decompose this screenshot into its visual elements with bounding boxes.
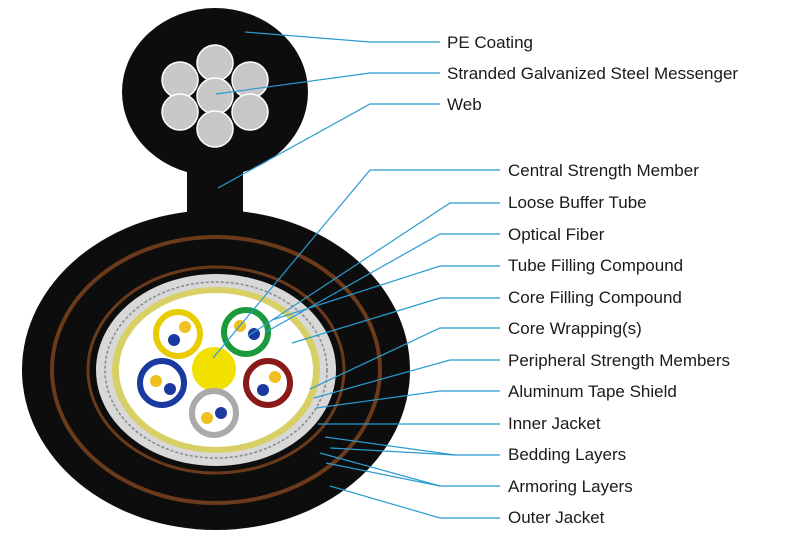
label-web: Web — [447, 95, 482, 114]
loose-buffer-tube — [137, 358, 187, 408]
optical-fiber — [269, 371, 281, 383]
optical-fiber — [201, 412, 213, 424]
leader-core-wrapping — [309, 327, 500, 390]
leader-optical-fiber — [265, 233, 500, 333]
loose-buffer-tube — [189, 388, 239, 438]
label-loose-buffer-tube: Loose Buffer Tube — [508, 193, 647, 212]
loose-buffer-tube — [153, 309, 203, 359]
leader-pe-coating — [244, 31, 440, 43]
messenger-section — [122, 8, 308, 230]
label-core-wrapping: Core Wrapping(s) — [508, 319, 642, 338]
label-pe-coating: PE Coating — [447, 33, 533, 52]
label-tube-filling: Tube Filling Compound — [508, 256, 684, 275]
label-messenger: Stranded Galvanized Steel Messenger — [447, 64, 739, 83]
leader-messenger — [215, 72, 440, 95]
leader-central-strength — [212, 169, 500, 359]
messenger-wire — [231, 93, 269, 131]
label-armoring-layers: Armoring Layers — [508, 477, 633, 496]
optical-fiber — [179, 321, 191, 333]
leader-core-filling — [291, 297, 500, 344]
optical-fiber — [257, 384, 269, 396]
leader-aluminum-tape — [315, 390, 500, 409]
leader-bedding-b — [329, 447, 456, 456]
bedding-layer — [86, 265, 346, 475]
messenger-wire — [196, 44, 234, 82]
main-cable-section — [22, 210, 410, 530]
loose-buffer-tube — [243, 358, 293, 408]
central-strength-member — [192, 347, 236, 391]
loose-buffer-tube — [221, 307, 271, 357]
leader-tube-filling — [271, 265, 500, 321]
label-bedding-layers: Bedding Layers — [508, 445, 627, 464]
messenger-wire — [196, 110, 234, 148]
label-inner-jacket: Inner Jacket — [508, 414, 601, 433]
label-core-filling: Core Filling Compound — [508, 288, 682, 307]
leader-peripheral-strength — [313, 359, 500, 399]
label-optical-fiber: Optical Fiber — [508, 225, 605, 244]
label-central-strength-member: Central Strength Member — [508, 161, 699, 180]
messenger-wire — [161, 61, 199, 99]
steel-messenger-wires — [161, 44, 269, 148]
leader-outer-jacket — [329, 485, 500, 519]
label-peripheral-strength: Peripheral Strength Members — [508, 351, 731, 370]
optical-fiber — [215, 407, 227, 419]
leader-web — [217, 103, 440, 189]
armoring-layer — [50, 235, 382, 505]
optical-fiber — [164, 383, 176, 395]
messenger-wire — [161, 93, 199, 131]
leader-loose-buffer — [247, 202, 500, 337]
messenger-wire — [231, 61, 269, 99]
optical-fiber — [150, 375, 162, 387]
label-aluminum-tape-shield: Aluminum Tape Shield — [508, 382, 677, 401]
leader-lines — [212, 31, 500, 519]
optical-fiber — [248, 328, 260, 340]
label-outer-jacket: Outer Jacket — [508, 508, 605, 527]
messenger-wire — [196, 77, 234, 115]
leader-armoring-b — [325, 462, 441, 487]
peripheral-strength-members — [104, 281, 328, 459]
optical-fiber — [168, 334, 180, 346]
